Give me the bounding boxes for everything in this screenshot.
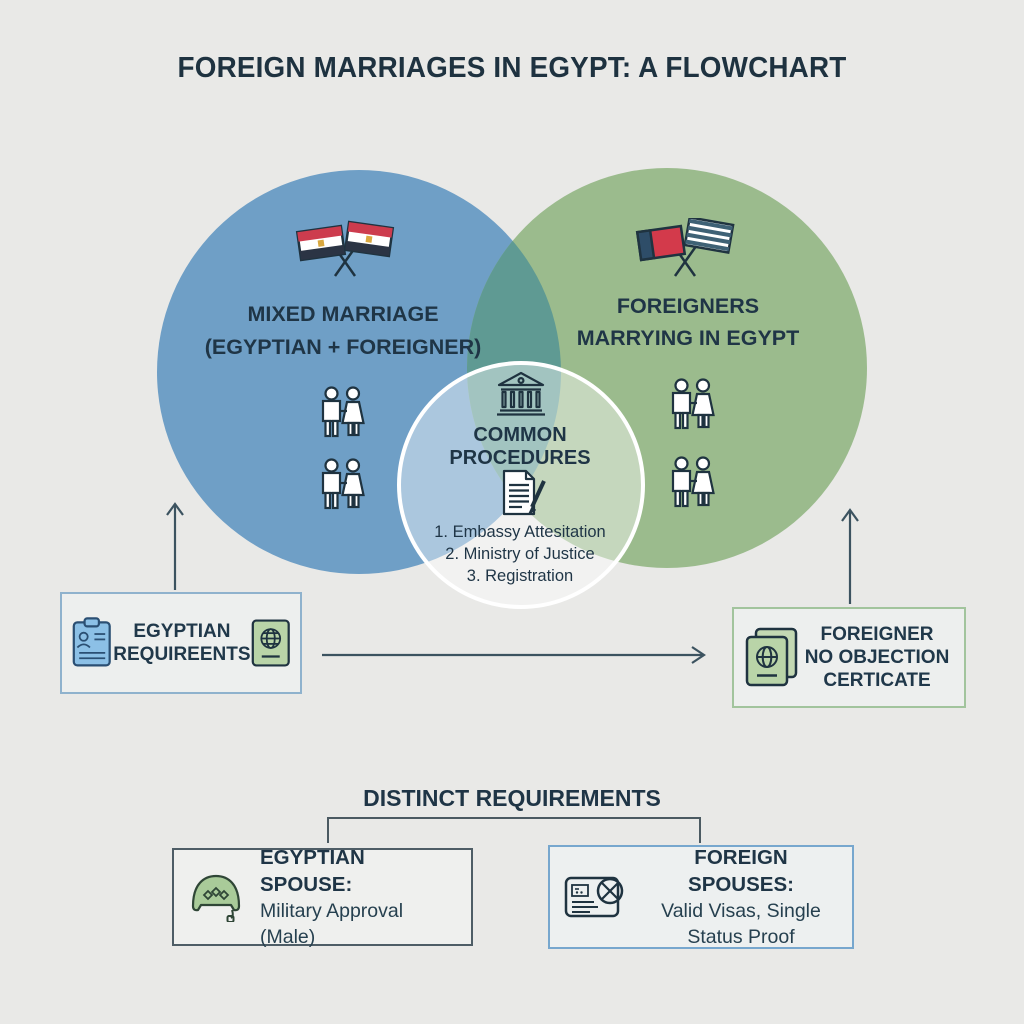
- married-couple-icon: [671, 456, 715, 508]
- foreigner-noc-line3: CERTICATE: [823, 670, 931, 691]
- mixed-marriage-label: MIXED MARRIAGE (EGYPTIAN + FOREIGNER): [163, 298, 523, 364]
- common-line2: PROCEDURES: [449, 447, 591, 469]
- military-helmet-icon: [191, 874, 241, 922]
- distinct-requirements-heading: DISTINCT REQUIREMENTS: [363, 785, 661, 811]
- married-couple-icon: [671, 378, 715, 430]
- government-building-icon: [497, 371, 545, 416]
- common-line1: COMMON: [473, 424, 567, 446]
- foreigners-line2: MARRYING IN EGYPT: [576, 326, 800, 350]
- clipboard-person-icon: [72, 617, 111, 667]
- left-circle: [157, 170, 561, 574]
- common-procedures-label: COMMON PROCEDURES: [420, 424, 620, 470]
- crossed-foreign-flags-icon: [635, 218, 735, 277]
- married-couple-icon: [321, 458, 365, 510]
- passport-globe-icon: [251, 619, 290, 667]
- egyptian-spouse-detail: Military Approval (Male): [260, 900, 404, 948]
- arrow-right-horizontal: [322, 646, 706, 664]
- foreign-spouses-text: FOREIGN SPOUSES: Valid Visas, Single Sta…: [644, 844, 838, 950]
- step-2: 2. Ministry of Justice: [445, 545, 595, 563]
- foreigner-noc-label: FOREIGNER NO OBJECTION CERTICATE: [800, 623, 954, 692]
- arrow-up-right: [841, 508, 859, 604]
- foreigner-noc-box: FOREIGNER NO OBJECTION CERTICATE: [732, 607, 966, 708]
- foreigner-noc-line1: FOREIGNER: [820, 624, 934, 645]
- foreign-spouses-detail: Valid Visas, Single Status Proof: [661, 900, 821, 948]
- bracket-connector: [327, 817, 701, 843]
- page-title: FOREIGN MARRIAGES IN EGYPT: A FLOWCHART: [177, 52, 847, 84]
- arrow-up-left: [166, 502, 184, 590]
- egyptian-requirements-label: EGYPTIAN REQUIREENTS: [113, 620, 250, 666]
- passport-stack-icon: [745, 627, 798, 686]
- egyptian-requirements-line1: EGYPTIAN: [133, 621, 231, 642]
- mixed-marriage-line1: MIXED MARRIAGE: [247, 302, 439, 326]
- foreigners-line1: FOREIGNERS: [616, 294, 760, 318]
- visa-id-card-icon: [564, 876, 624, 918]
- egyptian-requirements-box: EGYPTIAN REQUIREENTS: [60, 592, 302, 694]
- married-couple-icon: [321, 386, 365, 438]
- step-3: 3. Registration: [466, 567, 574, 585]
- foreigner-noc-line2: NO OBJECTION: [804, 647, 950, 668]
- egyptian-spouse-box: EGYPTIAN SPOUSE: Military Approval (Male…: [172, 846, 473, 948]
- egyptian-spouse-text: EGYPTIAN SPOUSE: Military Approval (Male…: [260, 844, 457, 950]
- step-1: 1. Embassy Attesitation: [434, 523, 606, 541]
- foreigners-label: FOREIGNERS MARRYING IN EGYPT: [528, 290, 848, 354]
- crossed-egyptian-flags-icon: [295, 220, 395, 277]
- right-circle: [467, 168, 867, 568]
- foreign-spouses-box: FOREIGN SPOUSES: Valid Visas, Single Sta…: [548, 845, 854, 949]
- egyptian-spouse-title: EGYPTIAN SPOUSE:: [260, 846, 365, 896]
- document-pen-icon: [502, 469, 546, 516]
- mixed-marriage-line2: (EGYPTIAN + FOREIGNER): [204, 335, 482, 359]
- common-procedures-steps: 1. Embassy Attesitation 2. Ministry of J…: [380, 521, 660, 587]
- foreign-spouses-title: FOREIGN SPOUSES:: [688, 846, 794, 896]
- egyptian-requirements-line2: REQUIREENTS: [113, 644, 251, 665]
